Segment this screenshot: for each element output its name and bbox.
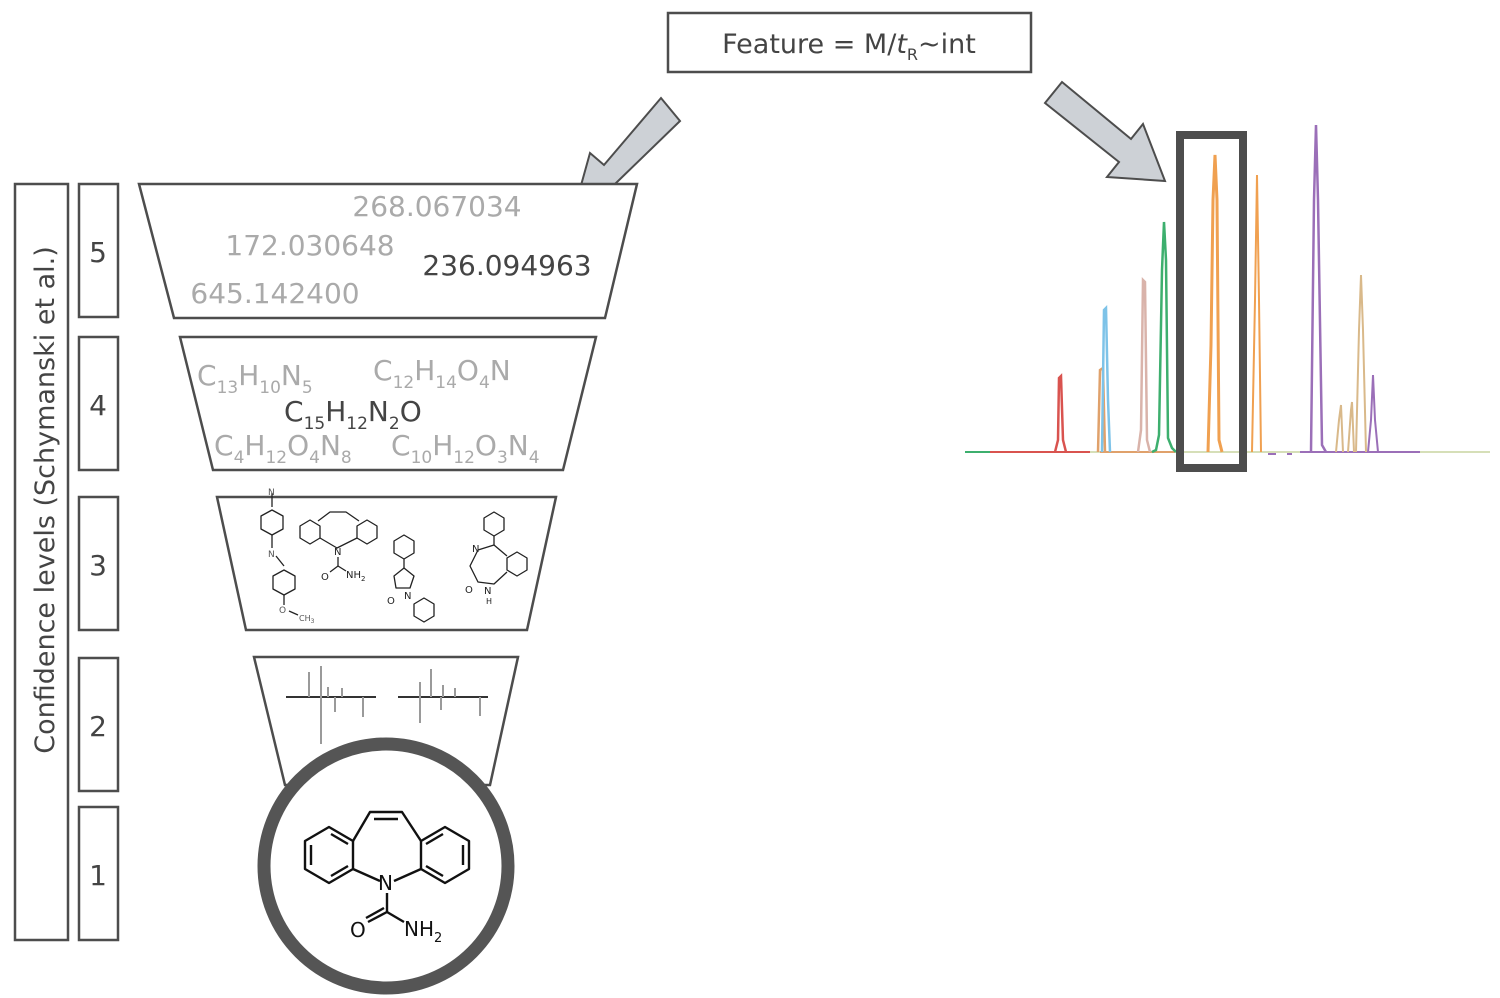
peak-tan-2 <box>1347 401 1355 453</box>
struct-b-o: O <box>321 572 329 583</box>
mol-nh2: NH2 <box>404 917 442 946</box>
struct-d-h: H <box>486 597 492 606</box>
peak-purple <box>1309 124 1328 453</box>
level-4-funnel: C13H10N5 C12H14O4N C15H12N2O C4H12O4N8 C… <box>178 335 598 472</box>
candidate-structure-b: N O NH2 <box>299 511 378 583</box>
struct-d-o: O <box>465 585 473 596</box>
confidence-levels-label: Confidence levels (Schymanski et al.) <box>13 182 70 942</box>
candidate-structure-d: N O N H <box>465 511 528 606</box>
level-5-label: 5 <box>89 236 107 269</box>
selected-feature-box <box>1176 131 1247 472</box>
mass-645: 645.142400 <box>190 277 359 310</box>
level-boxes: 5 4 3 2 1 <box>77 182 120 942</box>
formula-c12h14o4n: C12H14O4N <box>373 354 511 393</box>
struct-a-ch3: CH3 <box>299 614 315 625</box>
formula-c13h10n5: C13H10N5 <box>197 359 313 398</box>
peak-green <box>1151 221 1177 454</box>
level-5-funnel: 268.067034 172.030648 236.094963 645.142… <box>137 182 639 320</box>
mol-n: N <box>378 871 393 895</box>
formula-c10h12o3n4: C10H12O3N4 <box>391 429 540 468</box>
peak-orange-main <box>1206 154 1224 453</box>
struct-b-nh2: NH2 <box>346 570 365 583</box>
mass-236: 236.094963 <box>422 249 591 282</box>
carbamazepine-structure: N O NH2 <box>303 810 471 946</box>
peak-orange-2 <box>1251 174 1262 453</box>
struct-a-nitrile-n: N <box>268 488 275 498</box>
chromatogram <box>965 124 1490 472</box>
level-1-label: 1 <box>89 859 107 892</box>
level-1-circle: N O NH2 <box>257 737 515 995</box>
candidate-structure-c: O N <box>387 534 435 623</box>
peak-tan-3 <box>1355 274 1367 453</box>
peak-pink <box>1136 277 1152 453</box>
feature-label: Feature = M/tR~int <box>722 29 976 64</box>
peak-blue <box>1100 305 1112 453</box>
side-label-text: Confidence levels (Schymanski et al.) <box>30 246 61 754</box>
peak-tan-1 <box>1335 404 1344 453</box>
struct-a-o: O <box>279 606 286 616</box>
peak-purple-2 <box>1367 374 1379 453</box>
feature-box: Feature = M/tR~int <box>666 11 1033 74</box>
struct-d-n: N <box>472 544 479 555</box>
spectrum-left <box>286 666 376 744</box>
level-3-label: 3 <box>89 549 107 582</box>
peak-red <box>1053 373 1068 453</box>
level-2-funnel <box>252 655 520 787</box>
peak-orange-1 <box>1096 365 1107 453</box>
struct-a-n: N <box>268 550 275 560</box>
level-3-funnel: N O CH3 N N O NH2 O N <box>215 488 558 632</box>
struct-d-n2: N <box>484 586 491 597</box>
level-4-label: 4 <box>89 389 107 422</box>
candidate-structure-a: N O CH3 N <box>260 488 315 625</box>
struct-c-n: N <box>404 591 411 602</box>
struct-b-n: N <box>334 547 341 558</box>
formula-c15h12n2o: C15H12N2O <box>284 395 422 434</box>
mol-o: O <box>350 918 366 942</box>
mass-172: 172.030648 <box>225 229 394 262</box>
level-2-label: 2 <box>89 710 107 743</box>
formula-c4h12o4n8: C4H12O4N8 <box>214 429 352 468</box>
struct-c-o: O <box>387 596 395 607</box>
spectrum-right <box>398 669 488 723</box>
mass-268: 268.067034 <box>352 190 521 223</box>
right-arrow <box>1043 80 1167 183</box>
